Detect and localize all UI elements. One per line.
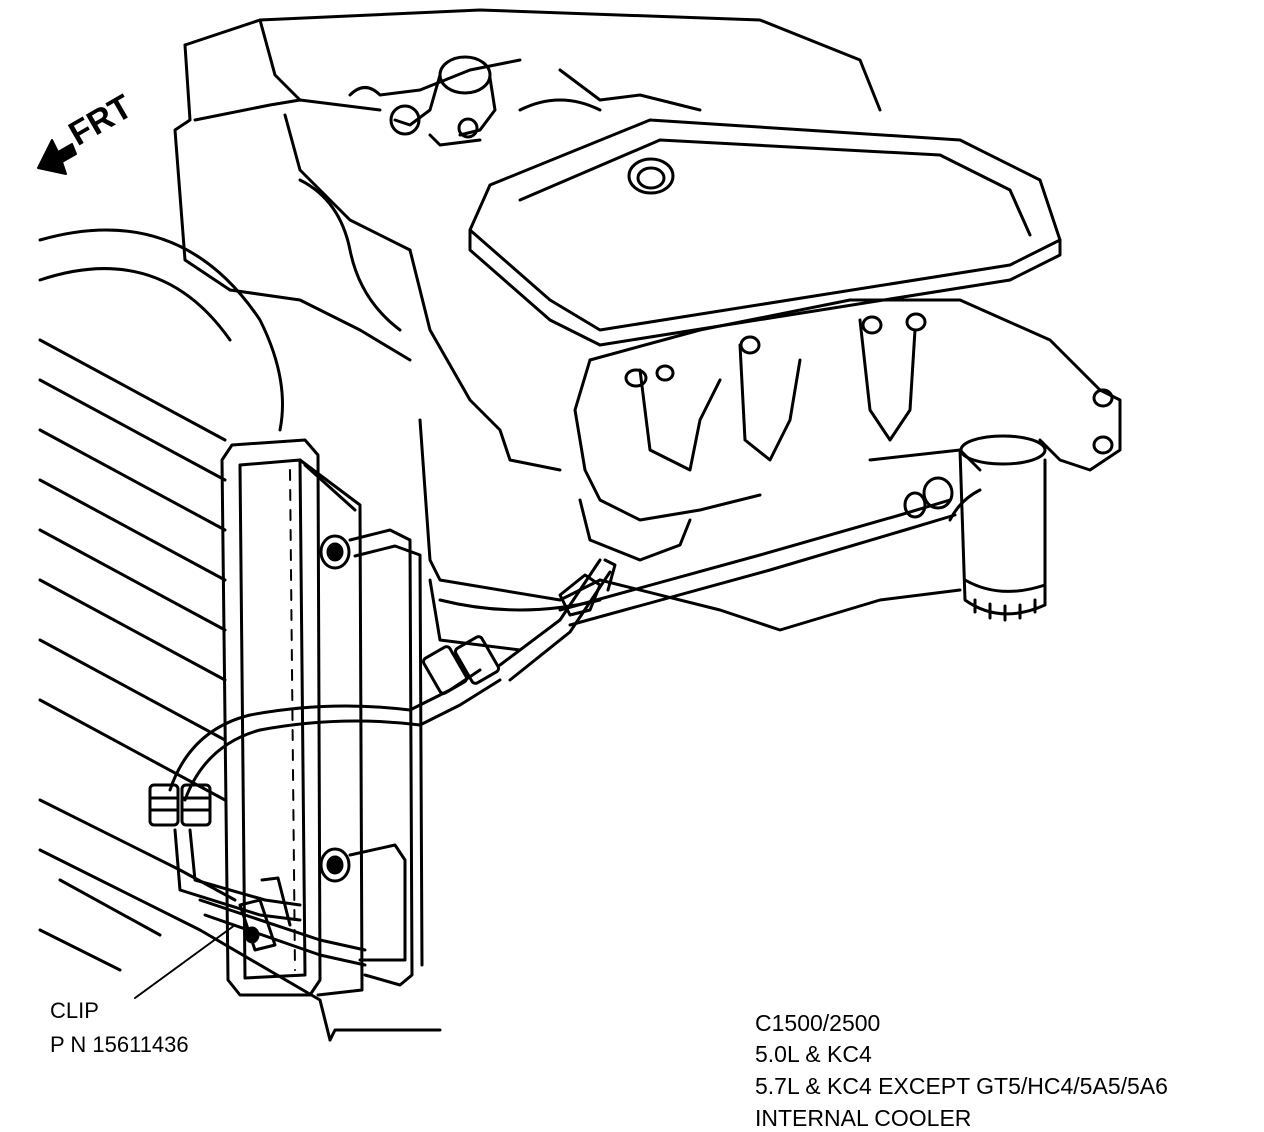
spec-line-cooler-type: INTERNAL COOLER [755,1105,972,1131]
valve-cover [468,118,1062,347]
transmission-housing [38,228,442,1042]
thermostat-housing [389,55,497,147]
clip-callout-label: CLIP [50,998,99,1023]
spec-line-model: C1500/2500 [755,1010,881,1036]
exhaust-manifold [573,298,1122,522]
spec-line-engine-2: 5.7L & KC4 EXCEPT GT5/HC4/5A5/5A6 [755,1073,1168,1099]
engine-upper-block [173,8,882,362]
oil-filter [948,434,1047,622]
part-number-label: P N 15611436 [50,1032,189,1057]
cooler-lines [168,498,957,987]
clip-leader-line [134,924,236,999]
spec-line-engine-1: 5.0L & KC4 [755,1041,872,1067]
front-arrow-icon [37,139,77,175]
external-oil-cooler [220,438,364,997]
line-fittings [148,476,954,827]
line-clip [238,876,292,952]
